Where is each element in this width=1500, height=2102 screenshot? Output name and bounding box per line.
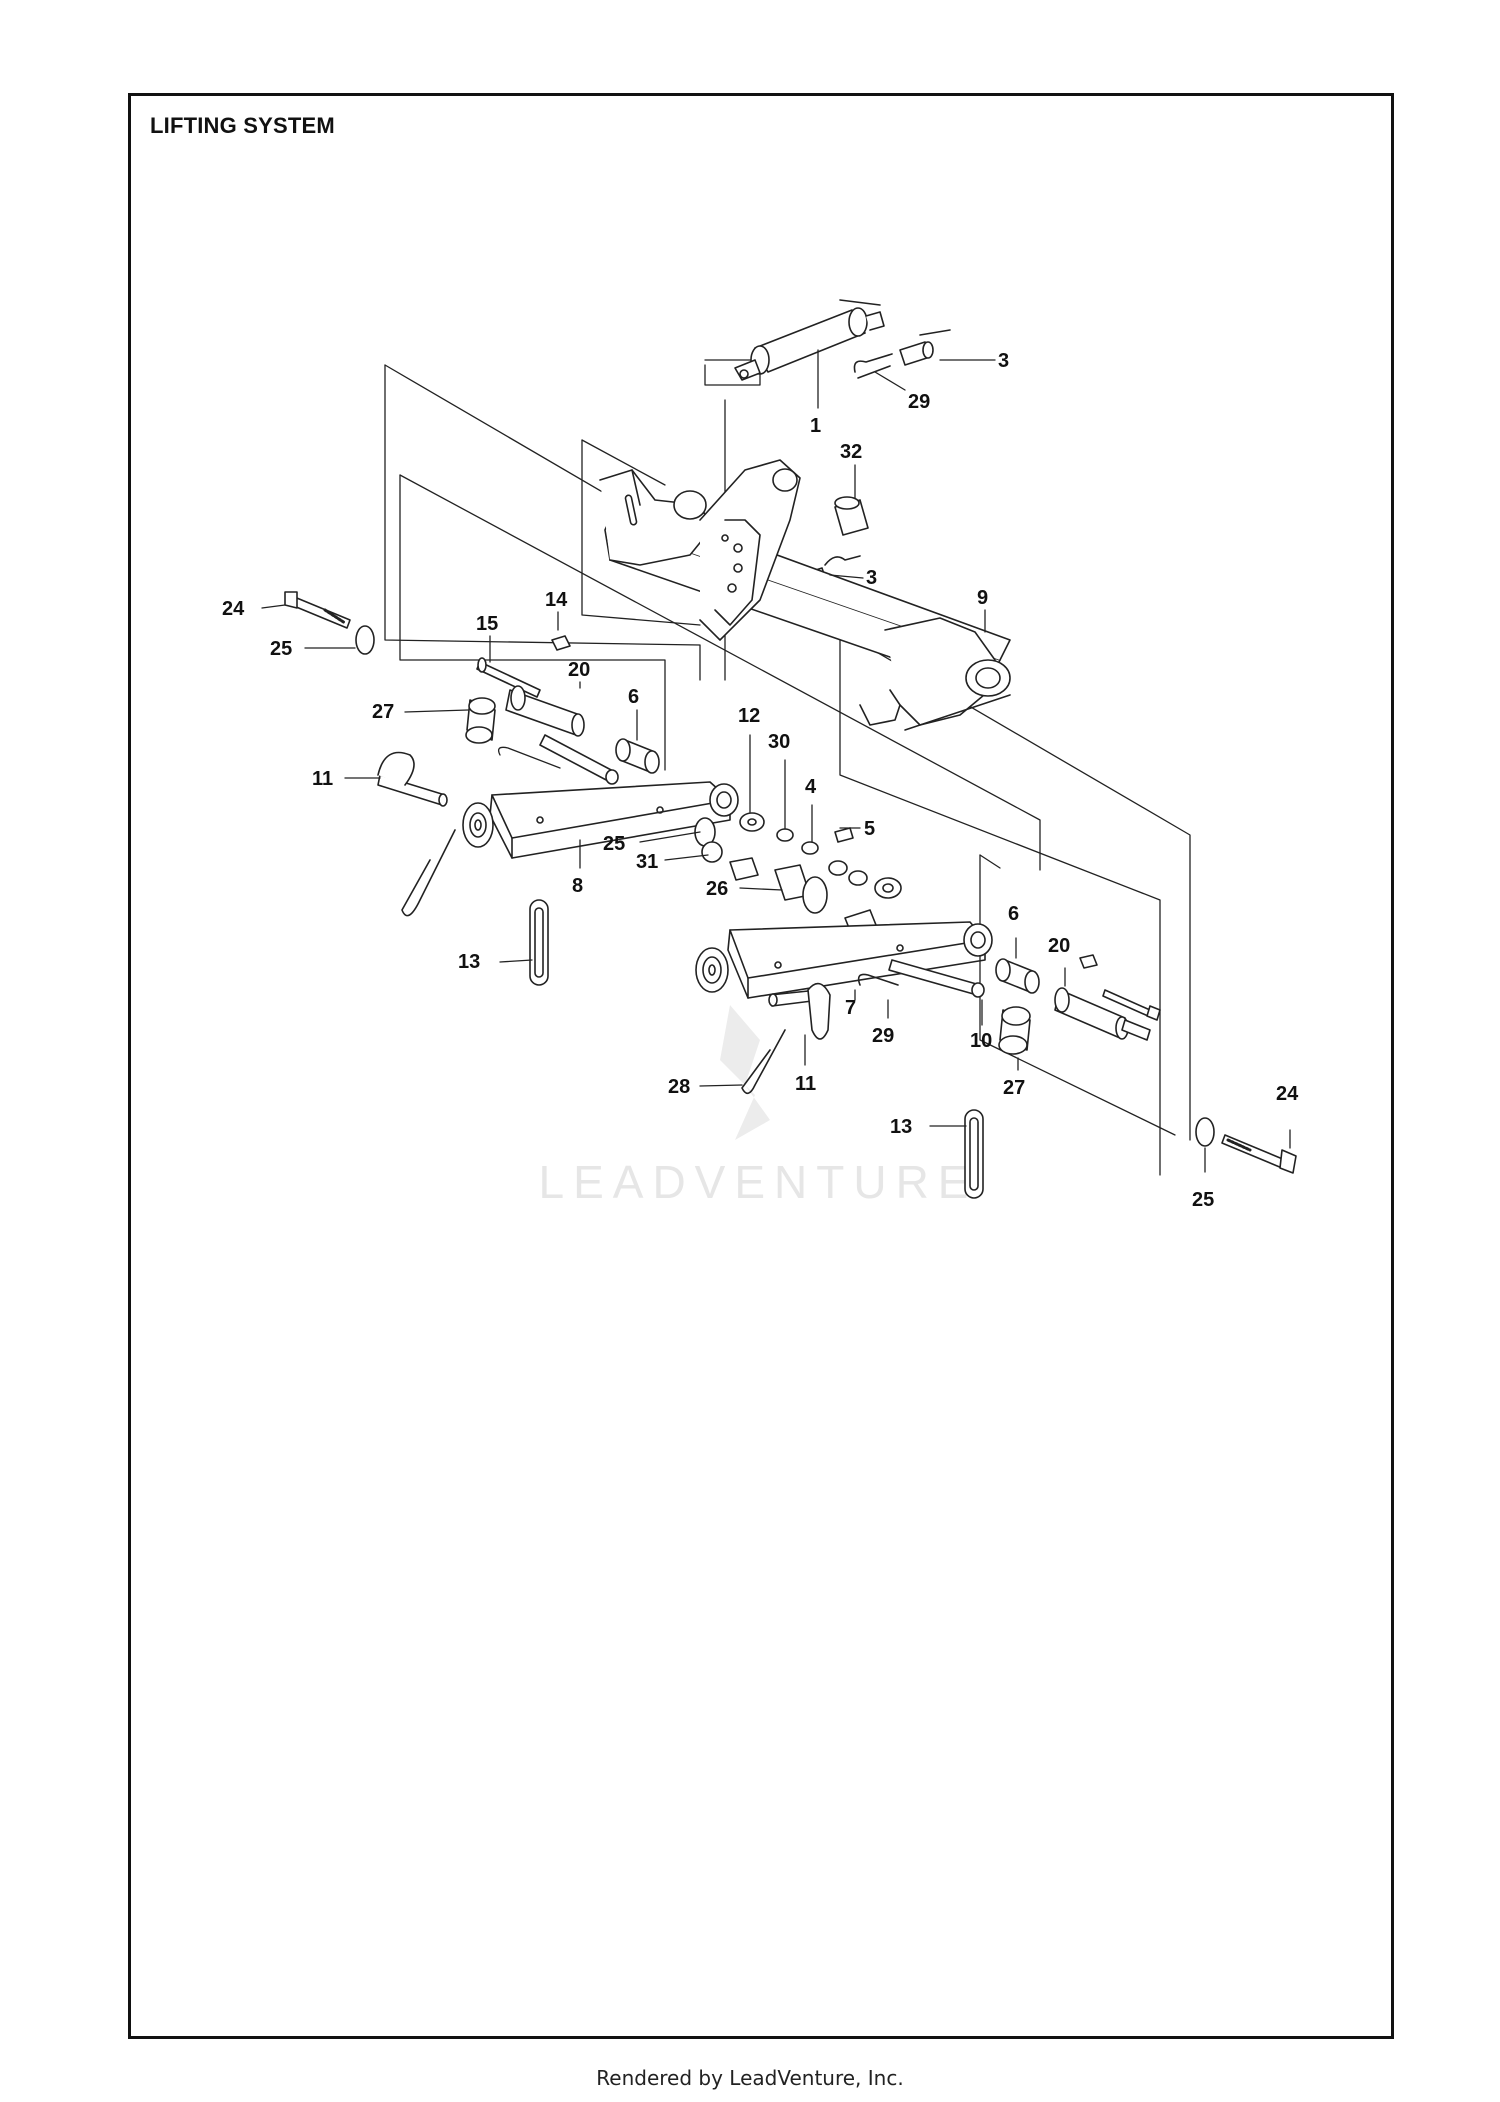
callout-29-right: 29 bbox=[872, 1025, 894, 1047]
right-lock-nut bbox=[1079, 954, 1098, 969]
watermark-text: LEADVENTURE bbox=[539, 1156, 978, 1208]
callout-32: 32 bbox=[840, 441, 862, 463]
upper-clevis-pin bbox=[899, 329, 951, 366]
callout-9: 9 bbox=[977, 587, 988, 609]
callout-5: 5 bbox=[864, 818, 875, 840]
callout-27-right: 27 bbox=[1003, 1077, 1025, 1099]
callout-3-upper: 3 bbox=[998, 350, 1009, 372]
callout-14: 14 bbox=[545, 589, 568, 611]
left-shaft-bolt bbox=[284, 591, 351, 629]
callout-15: 15 bbox=[476, 613, 498, 635]
right-lift-arm bbox=[727, 921, 993, 999]
callout-6-left: 6 bbox=[628, 686, 639, 708]
callout-12: 12 bbox=[738, 705, 760, 727]
callout-29-upper: 29 bbox=[908, 391, 930, 413]
lift-shaft-bracket bbox=[599, 459, 1011, 731]
callout-leaders bbox=[261, 349, 1291, 1173]
footer-attribution: Rendered by LeadVenture, Inc. bbox=[596, 2066, 904, 2090]
callout-8: 8 bbox=[572, 875, 583, 897]
left-spacer-bushing bbox=[615, 738, 660, 774]
watermark-logo bbox=[720, 1005, 770, 1140]
callout-27-left: 27 bbox=[372, 701, 394, 723]
watermark: LEADVENTURE bbox=[539, 1005, 978, 1208]
cylinder-bushing bbox=[834, 496, 869, 536]
callout-11-left: 11 bbox=[312, 768, 333, 790]
callout-20-left: 20 bbox=[568, 659, 590, 681]
right-link-rod bbox=[888, 959, 985, 998]
right-arm-wheel bbox=[695, 947, 729, 993]
left-arm-bolt bbox=[476, 657, 541, 698]
callout-20-right: 20 bbox=[1048, 935, 1070, 957]
lift-cylinder bbox=[734, 299, 885, 381]
callout-24-right: 24 bbox=[1276, 1083, 1299, 1105]
left-arm-wheel bbox=[462, 802, 494, 848]
callout-25-right: 25 bbox=[1192, 1189, 1214, 1211]
left-roller bbox=[465, 697, 496, 744]
callout-7: 7 bbox=[845, 997, 856, 1019]
callout-3-middle: 3 bbox=[866, 567, 877, 589]
left-lock-nut bbox=[551, 635, 571, 651]
left-lift-arm bbox=[489, 781, 739, 859]
diagram-frame bbox=[128, 93, 1394, 2039]
left-lift-strap bbox=[529, 899, 549, 986]
upper-hair-clip bbox=[853, 353, 893, 379]
left-pivot-pin bbox=[505, 685, 585, 737]
callout-13-left: 13 bbox=[458, 951, 480, 973]
right-shaft-bolt bbox=[1221, 1134, 1297, 1174]
right-handle-pin bbox=[768, 982, 831, 1040]
callout-4: 4 bbox=[805, 776, 817, 798]
left-shaft-washer bbox=[355, 625, 375, 655]
left-hair-clip bbox=[401, 829, 456, 917]
callout-31: 31 bbox=[636, 851, 658, 873]
left-link-rod bbox=[497, 734, 619, 785]
callout-11-right: 11 bbox=[795, 1073, 816, 1095]
diagram-title: LIFTING SYSTEM bbox=[150, 113, 335, 138]
callout-28: 28 bbox=[668, 1076, 690, 1098]
callout-13-right: 13 bbox=[890, 1116, 912, 1138]
right-roller bbox=[998, 1006, 1031, 1055]
callout-10: 10 bbox=[970, 1030, 992, 1052]
right-hair-clip bbox=[857, 973, 899, 986]
callout-26: 26 bbox=[706, 878, 728, 900]
callout-25-center: 25 bbox=[603, 833, 625, 855]
callout-24-left: 24 bbox=[222, 598, 245, 620]
right-arm-bolt bbox=[1102, 989, 1161, 1021]
right-lift-strap bbox=[964, 1109, 984, 1199]
callout-6-right: 6 bbox=[1008, 903, 1019, 925]
right-pivot-pin bbox=[1054, 987, 1151, 1041]
left-handle-pin bbox=[377, 751, 448, 807]
right-shaft-washer bbox=[1195, 1117, 1215, 1147]
callout-labels: 3 29 1 32 3 9 24 25 14 15 20 6 27 11 12 … bbox=[222, 350, 1299, 1211]
callout-25-left: 25 bbox=[270, 638, 292, 660]
right-spacer-bushing bbox=[995, 958, 1040, 994]
right-hair-clip-28 bbox=[741, 1029, 786, 1095]
callout-30: 30 bbox=[768, 731, 790, 753]
callout-1: 1 bbox=[810, 415, 821, 437]
